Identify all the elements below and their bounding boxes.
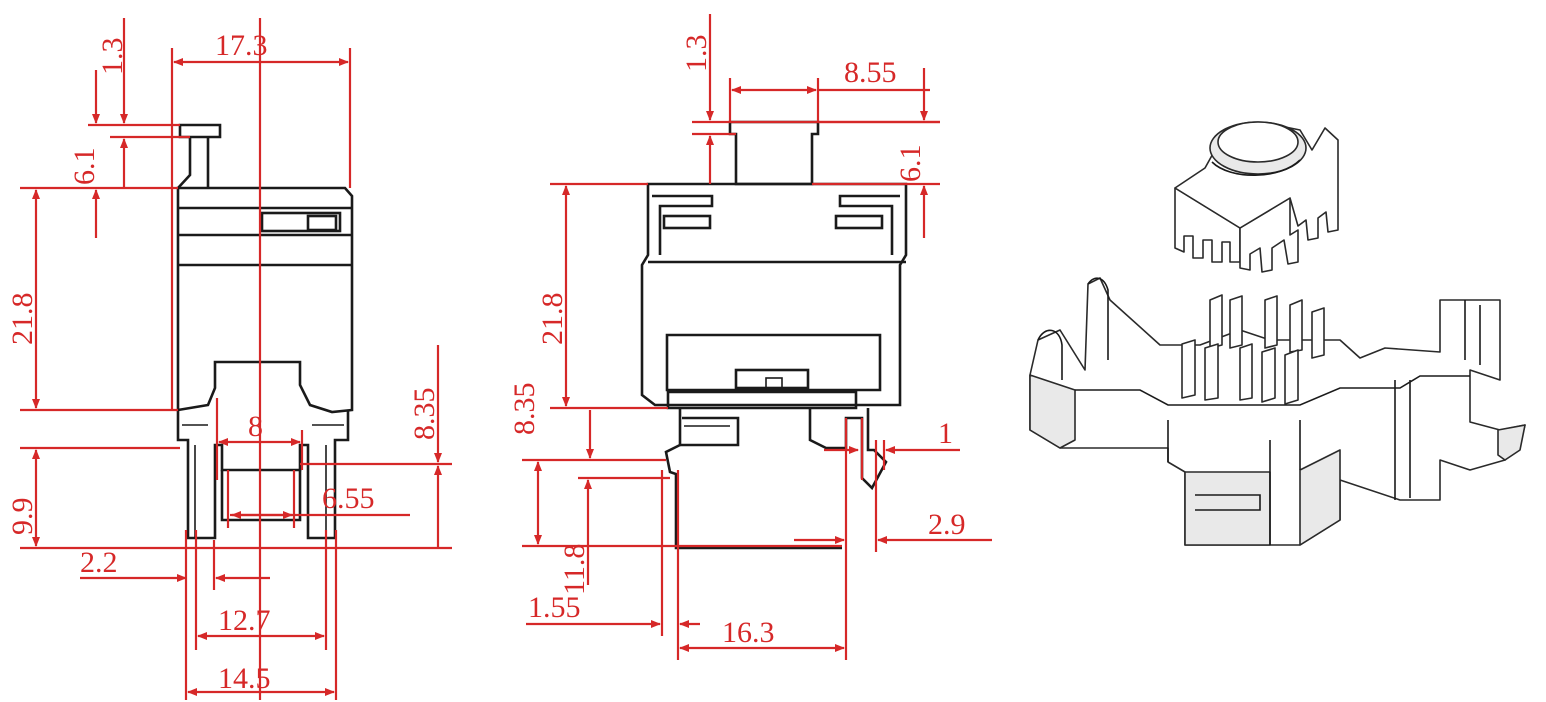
side-view-dimension-lines <box>20 18 452 700</box>
side-dim-17-3: 17.3 <box>215 29 268 62</box>
front-dim-1-3: 1.3 <box>680 35 713 73</box>
side-dim-6-55: 6.55 <box>322 482 375 515</box>
side-view-dimension-labels: 17.3 1.3 6.1 21.8 8.35 8 6.55 9.9 2.2 12… <box>6 29 441 695</box>
front-dim-1-55: 1.55 <box>528 591 581 624</box>
side-dim-14-5: 14.5 <box>218 662 271 695</box>
front-dim-16-3: 16.3 <box>722 616 775 649</box>
front-dim-8-55: 8.55 <box>844 56 897 89</box>
isometric-base <box>1029 277 1526 546</box>
front-view-outline <box>640 120 908 550</box>
side-dim-9-9: 9.9 <box>6 498 39 536</box>
side-dim-21-8: 21.8 <box>6 293 39 346</box>
side-dim-6-1: 6.1 <box>68 148 101 186</box>
front-dim-2-9: 2.9 <box>928 508 966 541</box>
front-view-dimension-labels: 1.3 8.55 6.1 21.8 8.35 1 11.8 2.9 1.55 1… <box>508 35 966 650</box>
side-view: 17.3 1.3 6.1 21.8 8.35 8 6.55 9.9 2.2 12… <box>6 18 452 700</box>
side-dim-8-35: 8.35 <box>408 388 441 441</box>
side-view-outline <box>176 123 354 540</box>
front-dim-11-8: 11.8 <box>558 544 591 595</box>
side-dim-2-2: 2.2 <box>80 546 118 579</box>
side-dim-12-7: 12.7 <box>218 604 271 637</box>
front-view-dimension-lines <box>522 14 992 660</box>
front-dim-6-1: 6.1 <box>894 145 927 183</box>
isometric-cap <box>1174 121 1339 273</box>
side-dim-8: 8 <box>248 410 263 443</box>
front-dim-1: 1 <box>938 417 953 450</box>
side-dim-1-3: 1.3 <box>96 38 129 76</box>
front-dim-8-35: 8.35 <box>508 383 541 436</box>
isometric-view <box>1029 121 1526 546</box>
front-dim-21-8: 21.8 <box>536 293 569 346</box>
front-view: 1.3 8.55 6.1 21.8 8.35 1 11.8 2.9 1.55 1… <box>508 14 992 660</box>
